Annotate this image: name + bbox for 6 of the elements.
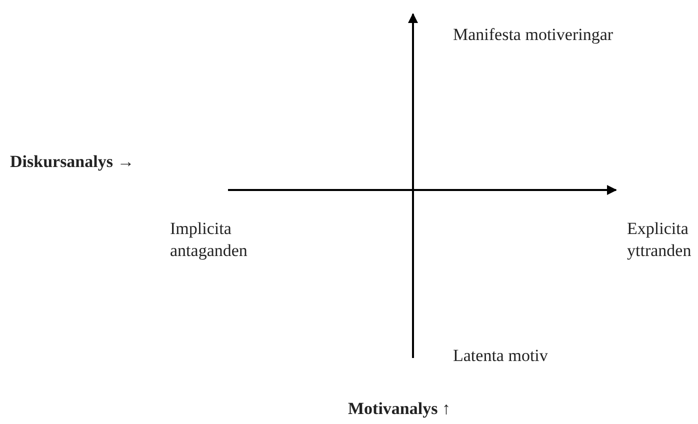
- axis-label: Manifesta motiveringar: [453, 24, 614, 46]
- axis-label: Motivanalys ↑: [348, 398, 450, 420]
- axis-label: Diskursanalys →: [10, 151, 134, 173]
- axis-label: Implicita antaganden: [170, 218, 248, 262]
- axis-label: Latenta motiv: [453, 345, 548, 367]
- axis-label: Explicita yttranden: [627, 218, 692, 262]
